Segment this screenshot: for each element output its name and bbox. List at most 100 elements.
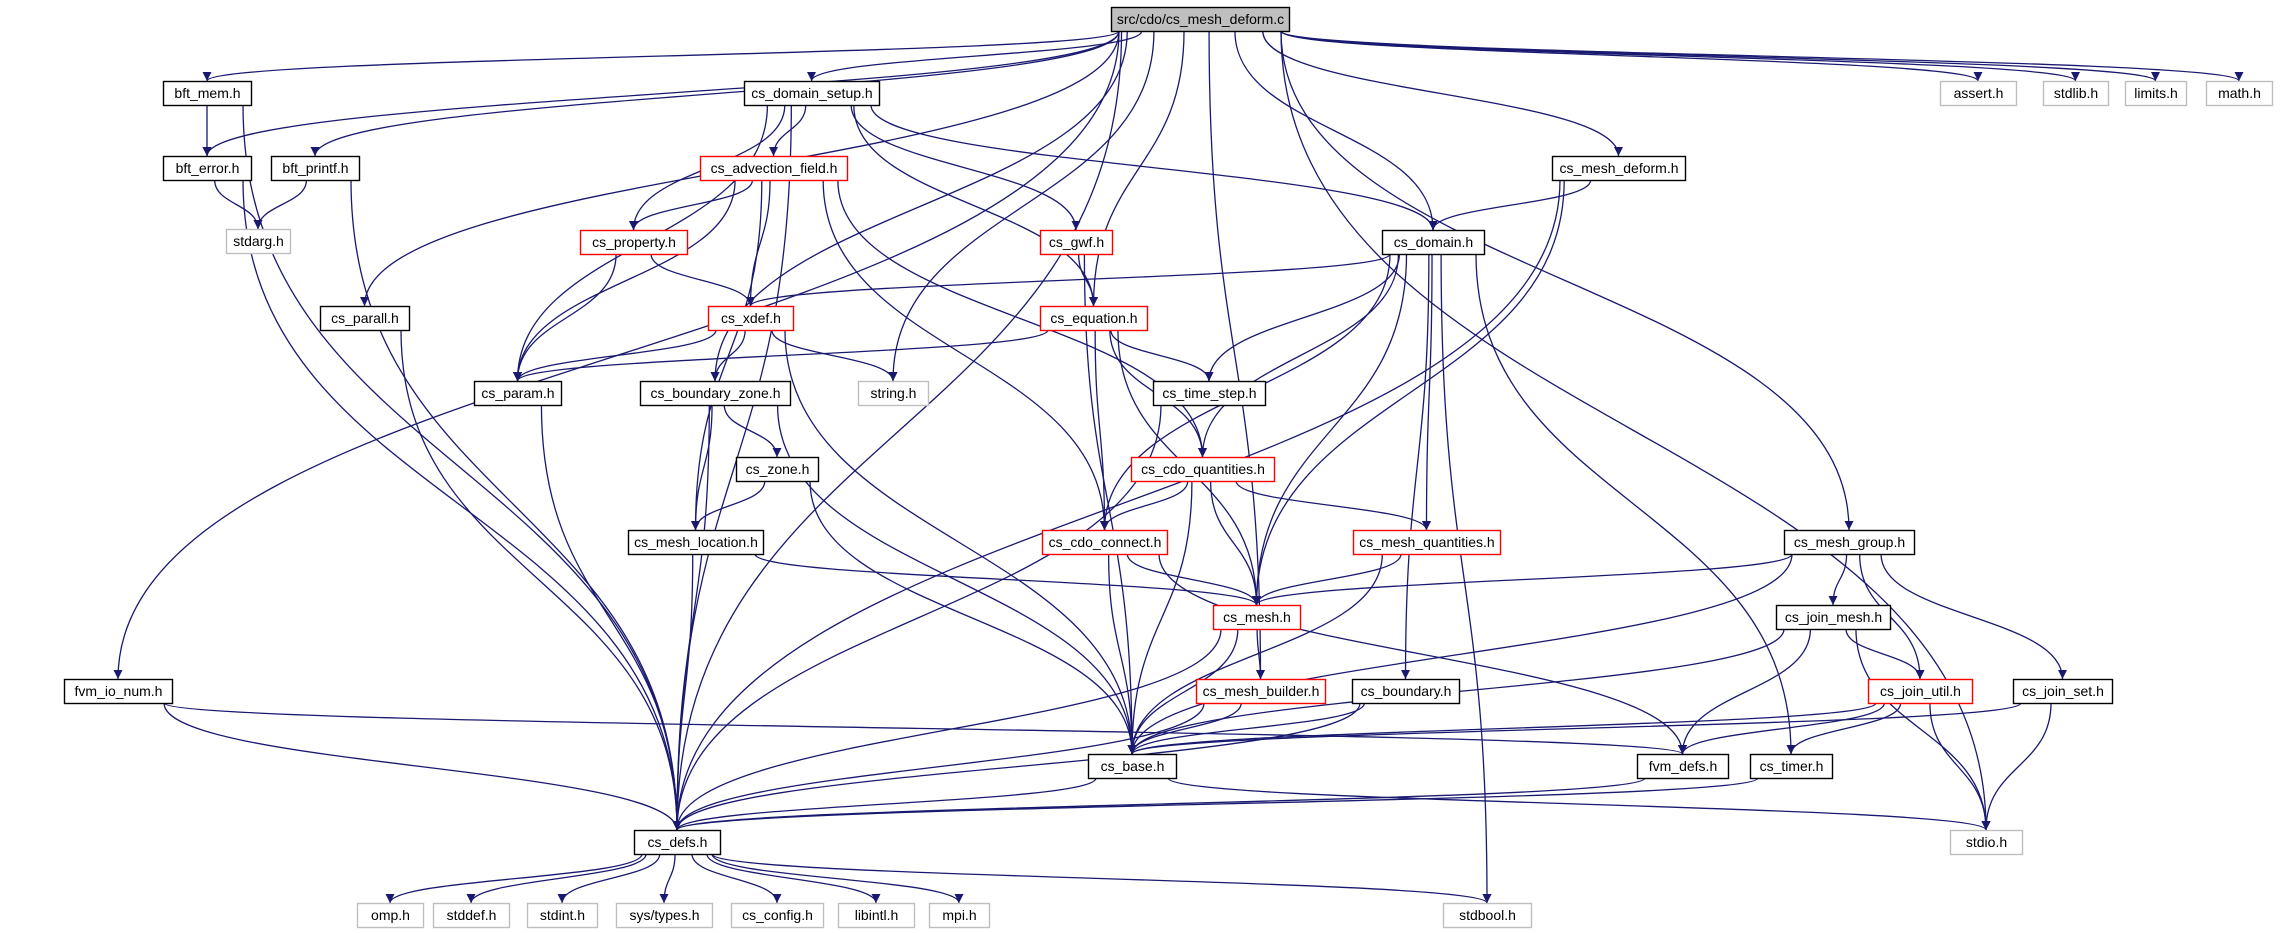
edge-cs-domain-setup-to-cs-gwf	[850, 104, 1081, 231]
node-cs-cdo-quantities[interactable]: cs_cdo_quantities.h	[1130, 456, 1276, 483]
edge-cs-mesh-deform-h-to-cs-domain	[1428, 179, 1592, 231]
edge-cs-cdo-connect-to-cs-base	[1107, 553, 1137, 755]
node-box	[2205, 80, 2274, 107]
node-cs-mesh-location[interactable]: cs_mesh_location.h	[627, 529, 765, 556]
node-stdlib[interactable]: stdlib.h	[2042, 80, 2110, 107]
edge-cs-domain-to-cs-cdo-quantities	[1198, 253, 1400, 458]
node-box	[707, 305, 795, 332]
node-cs-boundary[interactable]: cs_boundary.h	[1351, 678, 1461, 705]
node-cs-zone[interactable]: cs_zone.h	[735, 456, 820, 483]
edge-cs-zone-to-cs-base	[809, 480, 1137, 755]
node-root[interactable]: src/cdo/cs_mesh_deform.c	[1110, 6, 1291, 33]
node-cs-base[interactable]: cs_base.h	[1087, 753, 1178, 780]
node-cs-mesh[interactable]: cs_mesh.h	[1212, 604, 1302, 631]
node-fvm-defs[interactable]: fvm_defs.h	[1636, 753, 1730, 780]
node-limits[interactable]: limits.h	[2124, 80, 2188, 107]
node-fvm-io-num[interactable]: fvm_io_num.h	[63, 678, 174, 705]
node-cs-time-step[interactable]: cs_time_step.h	[1152, 380, 1267, 407]
node-cs-param[interactable]: cs_param.h	[473, 380, 563, 407]
node-cs-parall[interactable]: cs_parall.h	[319, 305, 411, 332]
node-cs-mesh-deform-h[interactable]: cs_mesh_deform.h	[1551, 155, 1687, 182]
edge-cs-domain-to-cs-mesh	[1252, 253, 1408, 606]
node-stdio[interactable]: stdio.h	[1949, 829, 2024, 856]
node-cs-equation[interactable]: cs_equation.h	[1039, 305, 1149, 332]
node-label: cs_mesh_location.h	[634, 534, 758, 550]
node-cs-mesh-builder[interactable]: cs_mesh_builder.h	[1195, 678, 1327, 705]
node-bft-mem[interactable]: bft_mem.h	[162, 80, 253, 107]
node-box	[1551, 155, 1687, 182]
node-stdint[interactable]: stdint.h	[526, 902, 599, 929]
edge-cs-boundary-to-cs-defs	[672, 702, 1361, 831]
node-cs-boundary-zone[interactable]: cs_boundary_zone.h	[639, 380, 792, 407]
node-label: cs_time_step.h	[1162, 385, 1256, 401]
node-cs-join-mesh[interactable]: cs_join_mesh.h	[1775, 604, 1892, 631]
node-label: cs_domain.h	[1394, 234, 1473, 250]
node-libintl[interactable]: libintl.h	[837, 902, 916, 929]
node-cs-mesh-group[interactable]: cs_mesh_group.h	[1783, 529, 1916, 556]
node-stddef[interactable]: stddef.h	[432, 902, 511, 929]
node-bft-error[interactable]: bft_error.h	[162, 155, 253, 182]
node-box	[1939, 80, 2018, 107]
edge-root-to-math	[1280, 30, 2244, 82]
edge-cs-advection-field-to-cs-mesh-location	[691, 179, 763, 531]
node-label: sys/types.h	[629, 907, 699, 923]
node-math[interactable]: math.h	[2205, 80, 2274, 107]
node-cs-join-util[interactable]: cs_join_util.h	[1867, 678, 1974, 705]
node-cs-cdo-connect[interactable]: cs_cdo_connect.h	[1041, 529, 1169, 556]
node-label: cs_parall.h	[331, 310, 399, 326]
node-box	[63, 678, 174, 705]
edge-bft-printf-to-cs-defs	[350, 179, 682, 831]
edge-cs-defs-to-omp	[385, 853, 643, 904]
node-cs-property[interactable]: cs_property.h	[579, 229, 689, 256]
node-cs-gwf[interactable]: cs_gwf.h	[1039, 229, 1114, 256]
edge-cs-property-to-cs-param	[513, 253, 617, 382]
node-stdarg[interactable]: stdarg.h	[225, 228, 292, 255]
edge-cs-mesh-group-to-cs-mesh	[1252, 553, 1793, 606]
node-label: cs_boundary_zone.h	[651, 385, 781, 401]
edge-cs-cdo-connect-to-cs-mesh	[1126, 553, 1261, 606]
node-cs-config[interactable]: cs_config.h	[730, 902, 825, 929]
edge-root-to-cs-equation	[1089, 30, 1185, 307]
node-stdbool[interactable]: stdbool.h	[1442, 902, 1533, 929]
node-label: cs_cdo_connect.h	[1049, 534, 1162, 550]
node-label: cs_equation.h	[1050, 310, 1137, 326]
node-box	[225, 228, 292, 255]
edge-cs-domain-to-cs-timer	[1475, 253, 1796, 755]
edge-cs-join-util-to-fvm-defs	[1678, 702, 1886, 755]
node-label: cs_cdo_quantities.h	[1141, 461, 1265, 477]
node-sys-types[interactable]: sys/types.h	[615, 902, 714, 929]
node-cs-domain[interactable]: cs_domain.h	[1381, 229, 1486, 256]
node-cs-domain-setup[interactable]: cs_domain_setup.h	[743, 80, 881, 107]
node-omp[interactable]: omp.h	[356, 902, 425, 929]
edge-cs-zone-to-cs-mesh-location	[691, 480, 766, 531]
node-label: mpi.h	[942, 907, 976, 923]
node-mpi[interactable]: mpi.h	[928, 902, 991, 929]
node-cs-timer[interactable]: cs_timer.h	[1749, 753, 1834, 780]
edge-cs-mesh-quantities-to-cs-mesh	[1252, 553, 1402, 606]
edge-cs-param-to-cs-defs	[540, 404, 682, 831]
node-box	[1152, 380, 1267, 407]
node-string[interactable]: string.h	[857, 380, 930, 407]
node-cs-join-set[interactable]: cs_join_set.h	[2012, 678, 2114, 705]
edge-cs-mesh-to-cs-base	[1127, 628, 1239, 755]
edge-cs-domain-to-cs-boundary	[1401, 253, 1430, 680]
node-label: bft_error.h	[176, 160, 240, 176]
node-cs-mesh-quantities[interactable]: cs_mesh_quantities.h	[1352, 529, 1502, 556]
node-box	[1087, 753, 1178, 780]
node-bft-printf[interactable]: bft_printf.h	[270, 155, 361, 182]
node-cs-defs[interactable]: cs_defs.h	[633, 829, 722, 856]
node-label: stdlib.h	[2054, 85, 2098, 101]
edge-cs-defs-to-stdbool	[711, 853, 1492, 904]
node-box	[639, 380, 792, 407]
node-cs-xdef[interactable]: cs_xdef.h	[707, 305, 795, 332]
edge-root-to-cs-defs	[672, 30, 1123, 831]
node-assert[interactable]: assert.h	[1939, 80, 2018, 107]
node-label: stdio.h	[1966, 834, 2007, 850]
node-box	[1749, 753, 1834, 780]
node-label: cs_zone.h	[746, 461, 810, 477]
edge-cs-domain-setup-to-cs-domain	[870, 104, 1438, 231]
node-box	[2012, 678, 2114, 705]
node-cs-advection-field[interactable]: cs_advection_field.h	[699, 155, 849, 182]
node-box	[615, 902, 714, 929]
edge-cs-join-mesh-to-cs-join-util	[1845, 628, 1925, 680]
